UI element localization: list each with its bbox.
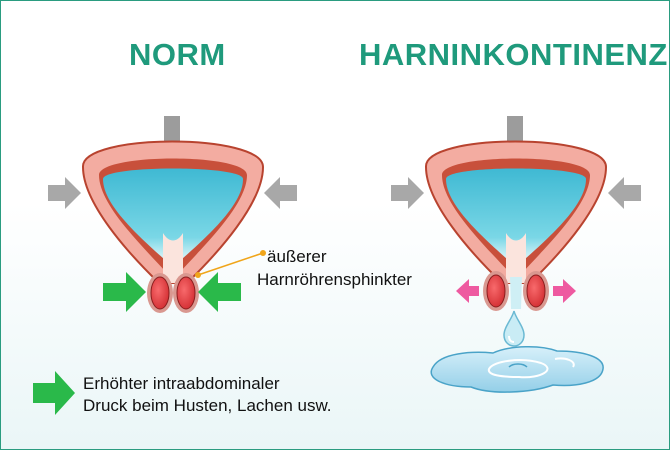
pressure-arrow-left-2 xyxy=(391,177,424,209)
legend-line1: Erhöhter intraabdominaler xyxy=(83,374,280,393)
sphincter-closed xyxy=(147,273,199,313)
sphincter-label: äußerer Harnröhrensphinkter xyxy=(257,245,412,291)
sphincter-label-line1: äußerer xyxy=(267,247,327,266)
bladder-incontinence xyxy=(424,140,607,284)
open-arrow-left xyxy=(456,279,479,303)
urine-droplet xyxy=(503,310,525,347)
legend-green-arrow xyxy=(33,371,75,415)
normal-panel xyxy=(48,116,297,313)
callout-leader-line xyxy=(197,252,264,276)
pressure-arrow-left xyxy=(48,177,81,209)
sphincter-label-line2: Harnröhrensphinkter xyxy=(257,270,412,289)
squeeze-arrow-left xyxy=(103,272,146,312)
pressure-arrow-right-2 xyxy=(608,177,641,209)
incontinence-panel xyxy=(391,116,641,393)
urine-puddle xyxy=(430,345,604,393)
open-arrow-right xyxy=(553,279,576,303)
heading-normal: NORM xyxy=(129,37,226,72)
heading-incontinence: HARNINKONTINENZ xyxy=(359,37,668,72)
legend-line2: Druck beim Husten, Lachen usw. xyxy=(83,396,332,415)
pressure-arrow-right xyxy=(264,177,297,209)
sphincter-open xyxy=(483,271,549,311)
legend-text: Erhöhter intraabdominaler Druck beim Hus… xyxy=(83,373,332,417)
squeeze-arrow-right xyxy=(198,272,241,312)
